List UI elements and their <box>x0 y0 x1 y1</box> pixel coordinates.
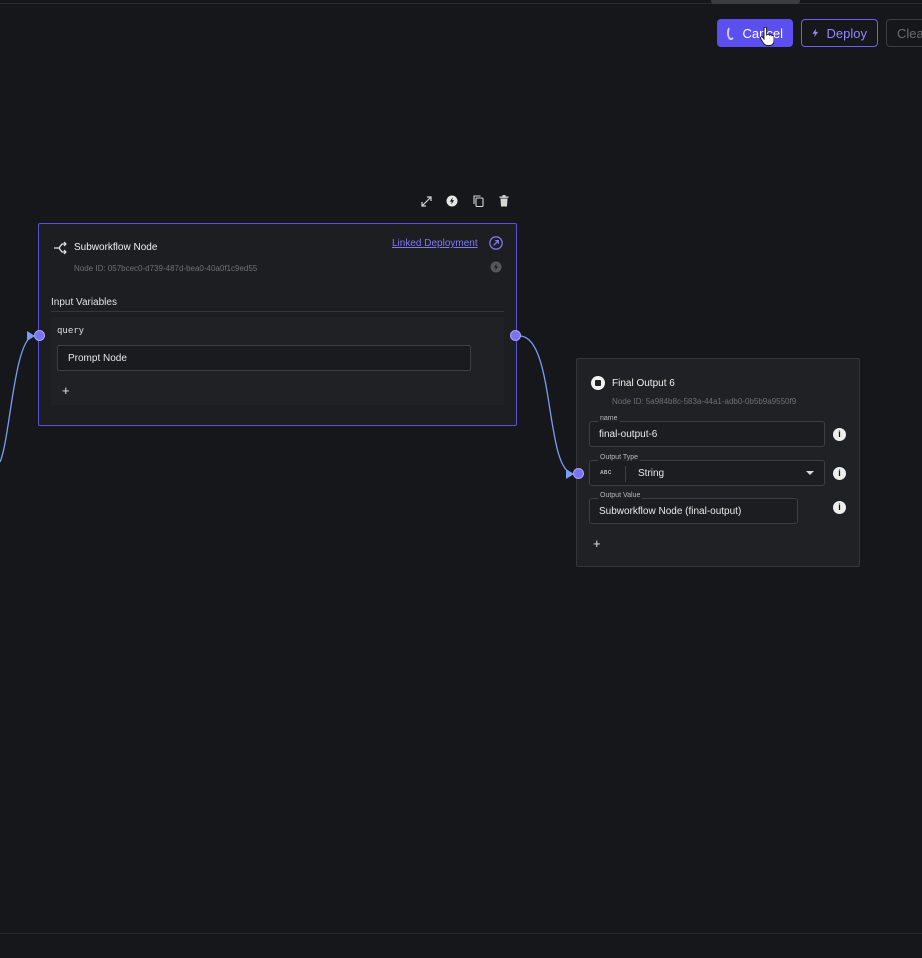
clear-button-label: Clear <box>897 25 922 41</box>
clear-button[interactable]: Clear <box>886 19 922 47</box>
copy-icon[interactable] <box>471 193 485 209</box>
output-type-select[interactable]: Output Type ABC String <box>589 454 825 486</box>
subworkflow-node[interactable]: Subworkflow Node Node ID: 057bcec0-d739-… <box>38 223 517 426</box>
add-variable-button[interactable]: + <box>62 383 70 398</box>
chevron-down-icon <box>806 471 814 475</box>
node-action-toolbar <box>419 193 511 209</box>
final-output-node[interactable]: Final Output 6 Node ID: 5a984b8c-583a-44… <box>576 358 860 567</box>
name-field-value: final-output-6 <box>599 429 658 440</box>
section-divider <box>51 311 504 312</box>
edge-arrow-icon <box>566 469 574 479</box>
name-field-label: name <box>598 415 620 422</box>
output-value-field[interactable]: Output Value Subworkflow Node (final-out… <box>589 492 798 524</box>
cancel-button[interactable]: Cancel <box>717 19 793 47</box>
top-tab-handle[interactable] <box>711 0 800 4</box>
node-id: Node ID: 057bcec0-d739-487d-bea0-40a0f1c… <box>74 264 258 273</box>
variable-value-input[interactable]: Prompt Node <box>57 345 471 371</box>
info-icon[interactable]: i <box>833 467 846 480</box>
external-link-icon[interactable] <box>489 236 503 250</box>
incoming-edge[interactable] <box>0 335 34 463</box>
loading-spinner-icon <box>727 26 735 40</box>
bolt-circle-icon[interactable] <box>445 193 459 209</box>
add-field-button[interactable]: + <box>593 536 601 551</box>
bottom-divider <box>0 933 922 934</box>
subworkflow-icon <box>54 241 67 255</box>
expand-icon[interactable] <box>419 193 433 209</box>
variable-name: query <box>57 326 85 336</box>
stop-circle-icon <box>591 376 605 390</box>
subworkflow-to-final-edge[interactable] <box>520 335 574 475</box>
linked-deployment-link[interactable]: Linked Deployment <box>392 238 478 249</box>
input-variables-heading: Input Variables <box>51 297 117 308</box>
string-type-icon: ABC <box>600 470 612 476</box>
subworkflow-input-port[interactable] <box>34 330 45 341</box>
name-field[interactable]: name final-output-6 <box>589 415 825 447</box>
node-title: Subworkflow Node <box>74 242 158 253</box>
final-output-input-port[interactable] <box>573 468 584 479</box>
edge-arrow-icon <box>27 331 35 341</box>
output-value-value: Subworkflow Node (final-output) <box>599 506 742 517</box>
deploy-button-label: Deploy <box>826 25 867 41</box>
output-type-value: String <box>638 468 665 479</box>
trash-icon[interactable] <box>497 193 511 209</box>
deploy-button[interactable]: Deploy <box>801 19 878 47</box>
bolt-icon <box>812 28 819 38</box>
subworkflow-output-port[interactable] <box>510 330 521 341</box>
hand-cursor-icon <box>760 27 774 46</box>
top-divider <box>0 3 922 4</box>
info-icon[interactable]: i <box>833 501 846 514</box>
info-icon[interactable]: i <box>833 428 846 441</box>
output-type-label: Output Type <box>598 454 641 461</box>
node-title: Final Output 6 <box>612 378 675 389</box>
deploy-status-icon <box>490 261 502 273</box>
select-divider <box>625 466 626 482</box>
node-id: Node ID: 5a984b8c-583a-44a1-adb0-0b5b9a9… <box>612 397 797 406</box>
output-value-label: Output Value <box>598 492 643 499</box>
